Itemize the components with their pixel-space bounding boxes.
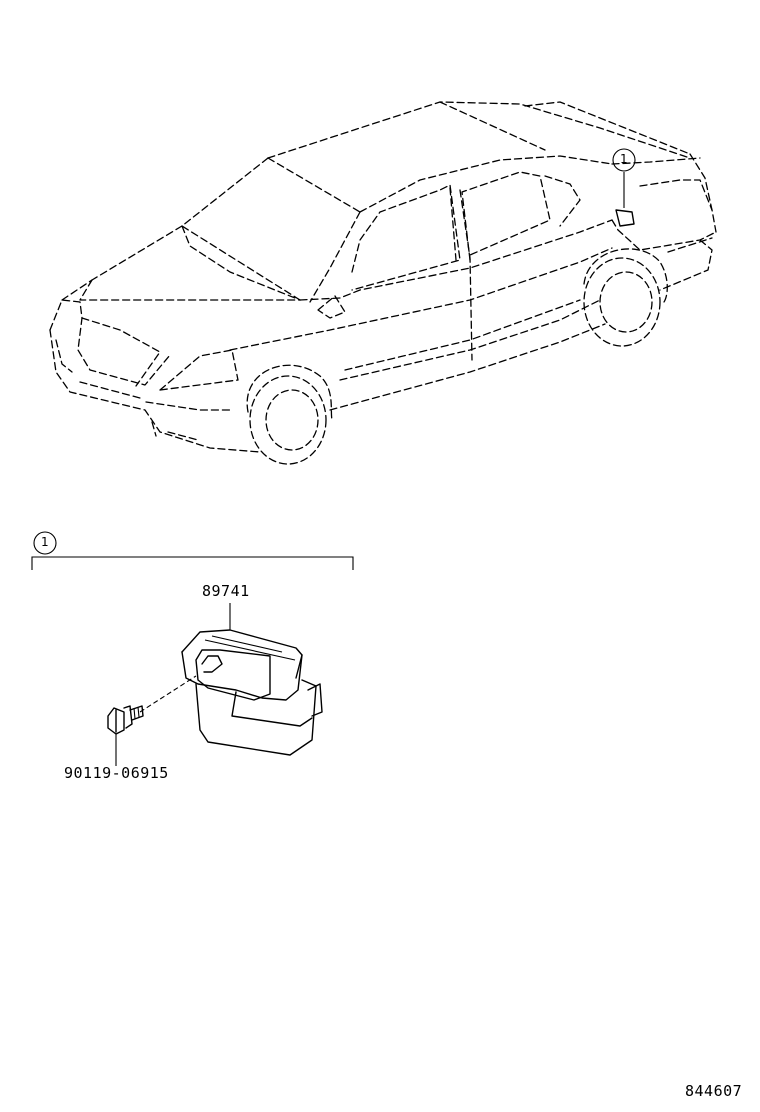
bolt-90119-06915-drawing: [107, 675, 197, 766]
vehicle-outline: [49, 101, 717, 465]
vehicle-callout-circle: [612, 148, 636, 172]
module-89741-drawing: [181, 603, 323, 756]
vehicle-callout-number: 1: [620, 152, 629, 166]
module-part-number: 89741: [202, 582, 250, 600]
group-callout-number: 1: [41, 535, 50, 549]
group-callout-circle: [33, 531, 57, 555]
module-location-mark: [612, 148, 636, 227]
illustration-code: 844607: [685, 1082, 743, 1100]
bolt-part-number: 90119-06915: [64, 764, 169, 782]
group-bracket: [31, 531, 354, 570]
